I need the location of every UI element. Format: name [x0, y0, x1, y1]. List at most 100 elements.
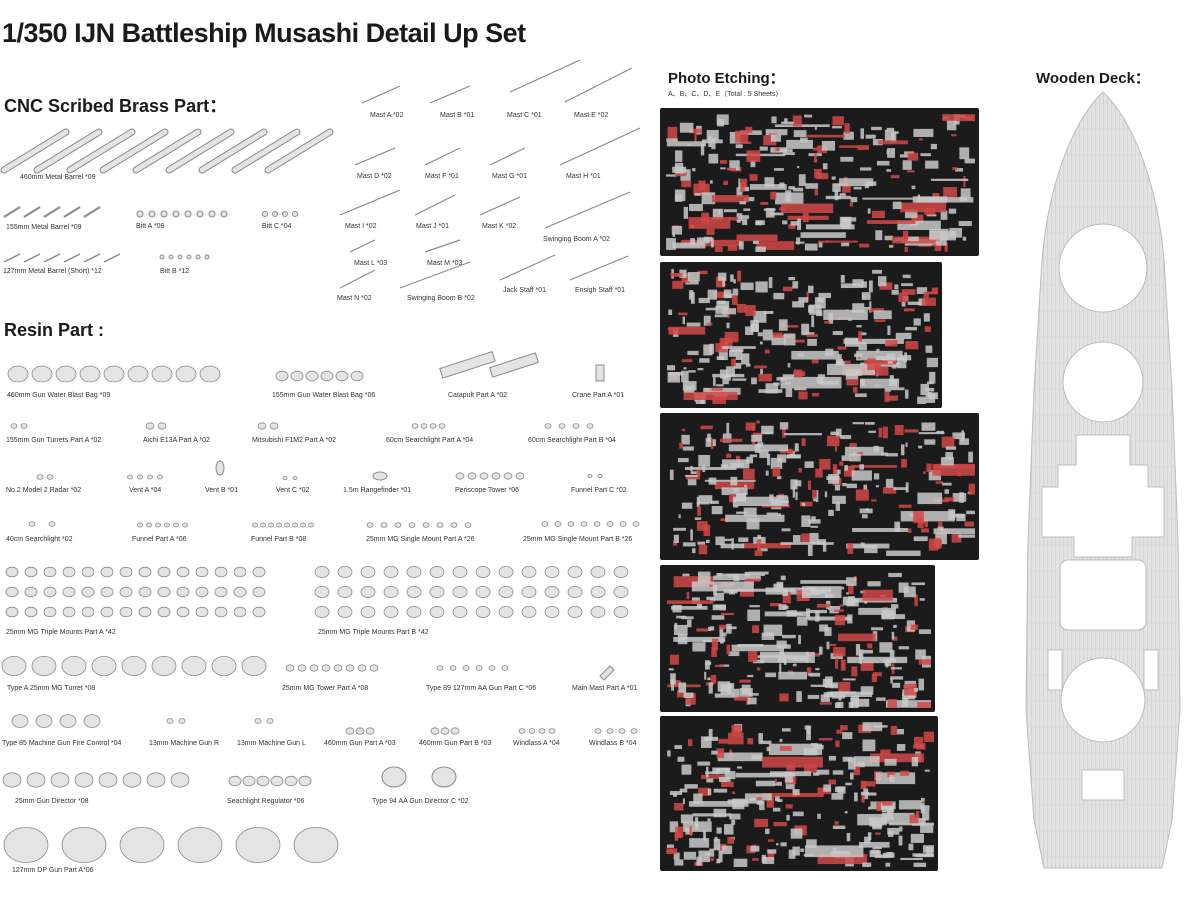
brass-label: Bitt B *12	[160, 268, 190, 275]
etch-part	[669, 469, 674, 480]
etch-part	[926, 291, 938, 295]
etch-part	[838, 633, 876, 642]
mg-single-a	[464, 522, 472, 528]
funnel-b	[276, 522, 282, 528]
resin-label: Funnel Part C *02	[571, 487, 627, 494]
mg-tower	[369, 664, 379, 672]
etch-part	[820, 694, 830, 702]
etch-part	[675, 826, 684, 838]
etch-part	[840, 435, 852, 440]
etch-part	[732, 496, 789, 507]
resin-label: 60cm Searchlight Part B *04	[528, 437, 616, 444]
etch-part	[926, 214, 937, 217]
etch-part	[815, 610, 820, 622]
etch-part	[680, 814, 694, 824]
etch-part	[735, 130, 749, 143]
mg-13mm-r	[166, 718, 174, 724]
etch-part	[716, 827, 722, 834]
etch-part	[902, 274, 911, 279]
etch-part	[898, 582, 909, 593]
etch-part	[714, 314, 729, 318]
etch-part	[671, 606, 708, 610]
etch-part	[908, 236, 919, 242]
vent-c	[292, 475, 298, 480]
etch-part	[671, 225, 683, 235]
resin-label: 25mm MG Single Mount Part B *26	[523, 536, 633, 543]
dp-gun-127	[61, 827, 107, 864]
mast	[499, 254, 556, 281]
etch-part	[682, 798, 685, 805]
etch-part	[678, 457, 689, 463]
etch-part	[747, 609, 761, 622]
etch-part	[786, 814, 790, 821]
searchlight-regulator	[242, 775, 256, 787]
mg-single-b	[541, 521, 549, 527]
etch-part	[898, 800, 922, 810]
etch-part	[779, 647, 785, 656]
etch-part	[779, 449, 792, 454]
etch-part	[677, 833, 682, 839]
etch-part	[860, 542, 865, 547]
etch-part	[692, 168, 696, 172]
etch-part	[711, 506, 723, 515]
resin-label: 1.5m Rangefinder *01	[343, 487, 412, 494]
etch-part	[944, 242, 948, 252]
etch-part	[853, 386, 858, 393]
etch-part	[693, 183, 710, 196]
mg-triple-a	[81, 586, 95, 598]
resin-label: Type A 25mm MG Turret *08	[7, 685, 96, 692]
etch-part	[757, 548, 768, 552]
etch-part	[669, 790, 683, 796]
etch-part	[871, 627, 883, 631]
etch-part	[804, 725, 812, 730]
etch-part	[771, 332, 783, 338]
etch-part	[707, 788, 712, 796]
gun-fire-control-85	[35, 714, 53, 728]
etch-part	[816, 172, 829, 180]
etch-part	[706, 596, 715, 600]
etch-part	[713, 377, 716, 387]
water-blast-bag-460	[31, 365, 53, 383]
etch-part	[840, 274, 845, 283]
etch-part	[907, 152, 919, 161]
barrel-155mm	[43, 206, 61, 218]
etch-part	[890, 667, 902, 670]
etch-part	[735, 153, 786, 157]
etch-part	[690, 292, 695, 304]
etch-part	[814, 189, 818, 196]
etch-part	[692, 642, 706, 652]
etch-part	[859, 167, 872, 171]
etch-part	[884, 388, 891, 392]
etch-part	[774, 124, 830, 128]
mg-turret-type-a	[121, 656, 147, 677]
resin-label: Aichi E13A Part A *02	[143, 437, 210, 444]
etch-part	[703, 315, 711, 326]
windlass-b	[630, 728, 638, 734]
etch-part	[739, 688, 753, 697]
mast	[559, 127, 641, 166]
etch-part	[830, 691, 857, 694]
water-blast-bag-155	[275, 370, 289, 382]
etch-part	[867, 208, 871, 214]
resin-label: 460mm Gun Water Blast Bag *09	[7, 392, 111, 399]
etch-part	[713, 808, 727, 818]
etch-part	[710, 857, 714, 861]
etch-part	[943, 187, 958, 198]
etch-part	[834, 786, 844, 793]
etch-part	[829, 609, 839, 614]
mitsubishi-f1m2	[257, 422, 267, 430]
etch-part	[875, 230, 883, 241]
bitt-a	[220, 210, 228, 218]
etch-part	[686, 619, 692, 628]
etch-part	[850, 465, 898, 468]
catapult	[439, 350, 496, 379]
mg-triple-b	[613, 586, 629, 599]
etch-part	[795, 491, 798, 501]
mg-triple-a	[176, 586, 190, 598]
etch-part	[865, 792, 877, 796]
mg-triple-b	[498, 566, 514, 579]
etch-part	[752, 625, 760, 634]
etch-part	[718, 850, 723, 863]
mast	[399, 261, 471, 289]
etch-part	[742, 218, 748, 226]
